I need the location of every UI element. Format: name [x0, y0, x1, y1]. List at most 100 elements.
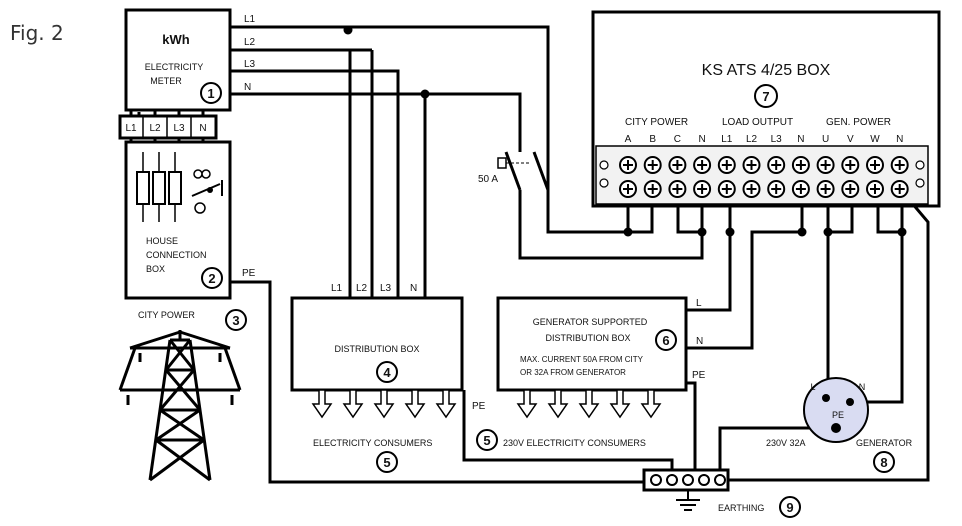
earthing-label: EARTHING	[718, 503, 764, 513]
house-box-pe-label: PE	[242, 268, 256, 279]
distribution-consumers-number-badge	[376, 451, 398, 473]
generator-pin-l: L	[810, 382, 815, 392]
generator-box-number-badge	[655, 329, 677, 351]
ats-screw-slot	[820, 184, 831, 194]
meter-terminal-l3: L3	[173, 123, 185, 134]
ats-terminal-label: N	[797, 134, 804, 145]
meter-output-l3: L3	[244, 59, 256, 70]
city-power: CITY POWER 3	[118, 309, 247, 482]
ats-screw-slot	[672, 160, 683, 170]
earthing: EARTHING 9	[642, 468, 801, 518]
generator-box-l-label: L	[696, 298, 702, 309]
ats-screw-slot	[795, 160, 806, 170]
meter-title: kWh	[162, 32, 190, 47]
ats-screw-slot	[771, 160, 782, 170]
house-connection-box: HOUSE CONNECTION BOX 2 PE	[124, 140, 256, 300]
ats-terminal-label: C	[674, 134, 681, 145]
ats-screw-slot	[647, 160, 658, 170]
ats-screw-slot	[795, 184, 806, 194]
ats-terminal-label: B	[649, 134, 656, 145]
fuse-icon	[136, 152, 182, 222]
distribution-pe-label: PE	[472, 401, 486, 412]
generator-number: 8	[880, 455, 887, 470]
generator-pin-n: N	[859, 382, 866, 392]
ats-number: 7	[762, 89, 769, 104]
ats-terminal-label: N	[698, 134, 705, 145]
ats-terminal-label: V	[847, 134, 854, 145]
generator-box-line-2: DISTRIBUTION BOX	[545, 333, 630, 343]
electricity-meter: kWh ELECTRICITY METER 1 L1 L2 L3 N	[124, 8, 256, 112]
ats-screw-slot	[623, 160, 633, 170]
ats-screw-slot	[845, 184, 856, 194]
ats-terminal-label: N	[896, 134, 903, 145]
ats-terminal-label: U	[822, 134, 829, 145]
distribution-consumers-number: 5	[383, 455, 390, 470]
generator-consumers-number-badge	[476, 429, 498, 451]
generator-label: GENERATOR	[856, 438, 913, 448]
city-power-label: CITY POWER	[138, 310, 195, 320]
ats-screw-slot	[672, 184, 683, 194]
distribution-box: L1 L2 L3 N DISTRIBUTION BOX 4 PE ELECTRI…	[290, 283, 486, 473]
generator-pin-pe: PE	[832, 410, 844, 420]
generator-box-number: 6	[662, 333, 669, 348]
ats-screw-slot	[894, 160, 905, 170]
city-power-number: 3	[232, 313, 239, 328]
ats-screw-slot	[697, 160, 708, 170]
ats-screw-slot	[721, 184, 732, 194]
wires	[137, 25, 930, 484]
ats-terminal-label: L3	[771, 134, 783, 145]
ats-screw-slot	[746, 160, 757, 170]
ats-group-city: CITY POWER	[625, 117, 688, 128]
ats-screw-slot	[647, 184, 658, 194]
generator-box-note-1: MAX. CURRENT 50A FROM CITY	[520, 355, 644, 364]
distribution-consumers-label: ELECTRICITY CONSUMERS	[313, 438, 432, 448]
distribution-box-number: 4	[383, 365, 391, 380]
breaker-50a: 50 A	[478, 148, 550, 191]
ats-screw-slot	[894, 184, 905, 194]
ats-screw-slot	[771, 184, 782, 194]
house-box-line-2: CONNECTION	[146, 250, 207, 260]
generator: L N PE 230V 32A GENERATOR 8	[766, 377, 913, 473]
distribution-input-n: N	[410, 283, 417, 294]
house-box-number-badge	[201, 267, 223, 289]
meter-terminal-strip: L1 L2 L3 N	[118, 110, 218, 142]
ats-group-gen: GEN. POWER	[826, 117, 891, 128]
generator-consumer-arrows-icon	[516, 389, 662, 419]
ats-group-load: LOAD OUTPUT	[722, 117, 793, 128]
earthing-number-badge	[779, 496, 801, 518]
generator-distribution-box: GENERATOR SUPPORTED DISTRIBUTION BOX 6 M…	[476, 296, 706, 451]
generator-box-line-1: GENERATOR SUPPORTED	[533, 317, 648, 327]
transmission-tower-icon	[118, 330, 242, 482]
generator-box-n-label: N	[696, 336, 703, 347]
ats-screw-slot	[746, 184, 757, 194]
distribution-input-l3: L3	[380, 283, 392, 294]
ats-screw-slot	[870, 184, 880, 194]
meter-output-n: N	[244, 82, 251, 93]
generator-socket	[803, 377, 869, 443]
ats-number-badge	[754, 84, 778, 108]
distribution-box-label: DISTRIBUTION BOX	[334, 344, 419, 354]
ats-title: KS ATS 4/25 BOX	[702, 62, 831, 79]
ground-icon	[676, 490, 700, 511]
ats-screw-slot	[870, 160, 880, 170]
generator-box-note-2: OR 32A FROM GENERATOR	[520, 368, 626, 377]
city-power-number-badge	[225, 309, 247, 331]
ats-screw-slot	[623, 184, 633, 194]
generator-number-badge	[873, 451, 895, 473]
meter-terminal-l1: L1	[125, 123, 137, 134]
ats-terminal-label: L2	[746, 134, 758, 145]
ats-screw-slot	[820, 160, 831, 170]
generator-consumers-number: 5	[483, 433, 490, 448]
ats-screw-slot	[845, 160, 856, 170]
ats-terminal-label: W	[870, 134, 880, 145]
meter-output-l1: L1	[244, 14, 256, 25]
meter-number: 1	[207, 86, 214, 101]
consumer-arrows-icon	[311, 389, 457, 419]
distribution-box-number-badge	[376, 361, 398, 383]
ats-screw-slot	[697, 184, 708, 194]
meter-subtitle-2: METER	[150, 76, 182, 86]
ats-box: KS ATS 4/25 BOX 7 CITY POWER LOAD OUTPUT…	[591, 10, 941, 208]
meter-terminal-n: N	[199, 123, 206, 134]
